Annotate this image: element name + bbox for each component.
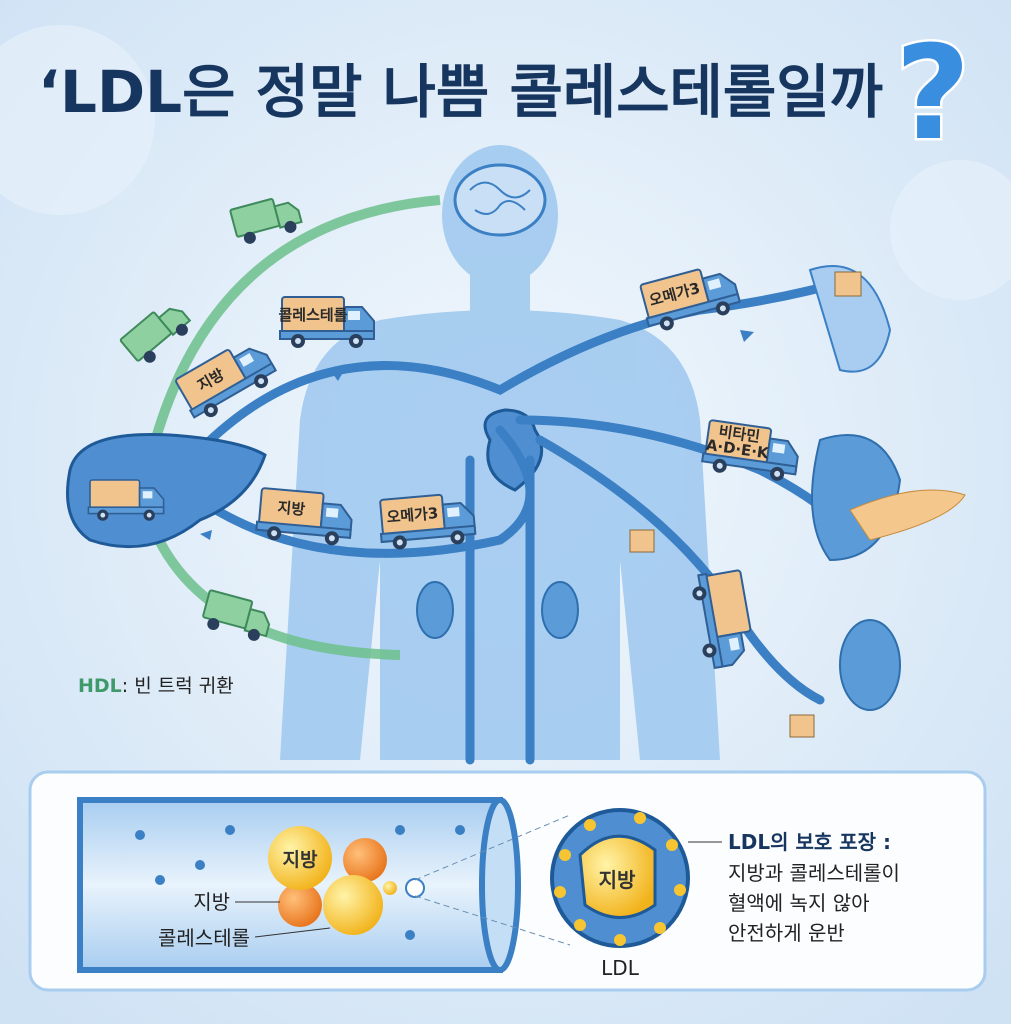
arrow-icon [200,530,212,540]
svg-text:비타민: 비타민 [718,422,762,446]
cell-decoration [890,160,1011,300]
truck-vitamins: 비타민 A·D·E·K [699,418,803,485]
ldl-description-line: 혈액에 녹지 않아 [728,891,870,915]
leader-line [254,927,331,938]
truck-fat: 지방 [172,333,282,427]
truck-fat: 지방 [254,486,355,548]
lipid-particles: 지방 [268,826,397,935]
svg-text:지방: 지방 [599,868,636,892]
ldl-particle: 지방 [550,808,690,948]
box-icon [789,714,815,738]
cholesterol-label: 콜레스테롤 [158,926,250,950]
svg-text:지방: 지방 [277,498,306,518]
pancreas-icon [849,489,966,541]
svg-text:지방: 지방 [283,849,318,871]
zoom-source [405,878,425,898]
zoom-lines [414,814,571,946]
hdl-label: HDL: 빈 트럭 귀환 [78,675,234,697]
kidney-icon [416,581,579,639]
svg-text:오메가3: 오메가3 [386,504,439,526]
truck-cholesterol: 콜레스테롤 [278,296,375,349]
arrow-icon [330,367,346,381]
ldl-description-line: 안전하게 운반 [728,921,845,945]
box-icon [629,529,655,553]
truck-omega3: 오메가3 [377,490,478,552]
ldl-description-title: LDL의 보호 포장 : [728,830,891,854]
page-title: ‘LDL은 정말 나쁨 콜레스테롤일까 [38,58,883,126]
question-mark-icon: ? [895,17,970,169]
cell-decoration [0,25,155,215]
arrow-icon [740,330,754,342]
box-icon [834,271,862,297]
brain-icon [453,163,547,237]
svg-text:콜레스테롤: 콜레스테롤 [278,306,347,324]
liver-icon [66,432,267,549]
muscle-icon [808,265,892,373]
fat-label: 지방 [193,890,230,914]
kidney-icon [839,619,901,711]
ldl-label: LDL [601,956,640,980]
truck-omega3: 오메가3 [637,260,744,336]
ldl-description-line: 지방과 콜레스테롤이 [728,861,900,885]
